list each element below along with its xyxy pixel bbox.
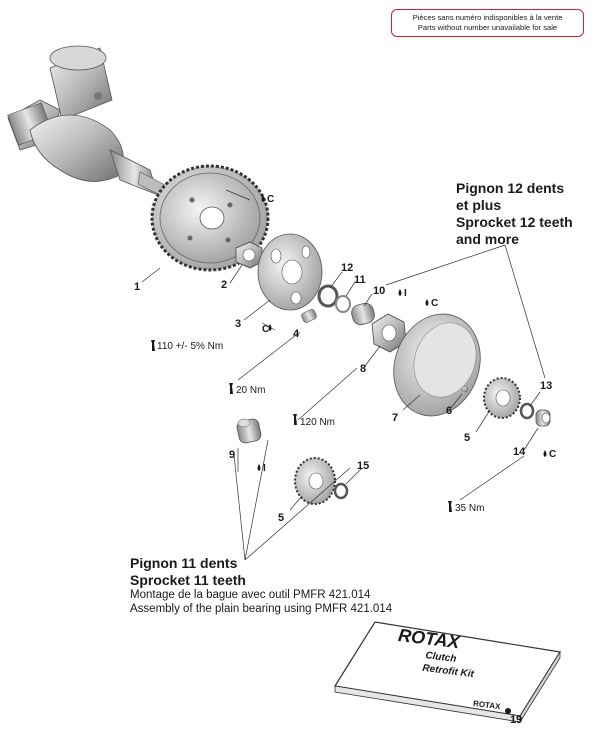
symbol-c-4: C [549,449,556,460]
availability-notice: Pièces sans numéro indisponibles à la ve… [391,9,584,37]
nut-illustration [235,241,263,269]
kit-box-small-brand: ROTAX [473,699,502,711]
part-numbers: 1 2 3 4 5 6 7 8 9 10 11 12 13 14 15 5 [134,262,552,524]
symbol-c-2: C [262,324,269,335]
symbol-i-1: I [404,288,407,299]
wrench-icon [448,501,452,512]
page-number: 19 [510,714,523,726]
part-number-12: 12 [341,262,353,274]
callout-12-line1: Pignon 12 dents [456,180,565,196]
part-number-4: 4 [293,328,300,340]
gear-illustration [150,164,270,272]
wrench-icon [293,414,297,425]
part-number-5-alt: 5 [278,512,284,524]
clutch-drum-illustration [393,313,481,417]
assembly-note-en: Assembly of the plain bearing using PMFR… [130,603,393,615]
callout-11-line1: Pignon 11 dents [130,555,238,571]
part-number-15: 15 [357,460,369,472]
droplet-icon [257,464,261,471]
sprocket-12-illustration [483,377,521,419]
torque-35: 35 Nm [455,503,484,514]
crankshaft-piston-illustration [7,45,166,197]
part-number-3: 3 [235,318,241,330]
symbol-c-3: C [431,298,438,309]
wrench-icon [151,340,155,351]
droplet-icon [425,299,429,306]
torque-120: 120 Nm [300,417,335,428]
assembly-note: Montage de la bague avec outil PMFR 421.… [130,588,392,616]
callout-sprocket-12: Pignon 12 dents et plus Sprocket 12 teet… [456,180,573,248]
droplet-icon [543,450,547,457]
lubrication-symbols: C C I C C I [257,194,556,474]
kit-box-line1: Clutch [425,650,457,665]
symbol-i-2: I [263,463,266,474]
part-number-10: 10 [373,285,385,297]
sprocket-11-illustration [294,457,349,505]
bearing-set-illustration [519,402,551,427]
clutch-hub-illustration [257,233,323,311]
torque-20: 20 Nm [236,385,265,396]
part-number-5: 5 [464,432,470,444]
pin-illustration [301,309,317,323]
part-number-7: 7 [392,412,398,424]
bushing-illustration [236,418,262,444]
brand-logo-icon [505,708,511,714]
droplet-icon [398,289,402,296]
availability-notice-en: Parts without number unavailable for sal… [417,23,558,32]
part-number-14: 14 [513,446,526,458]
flange-nut-illustration [371,313,407,353]
part-number-11: 11 [354,274,366,286]
callout-12-line3: Sprocket 12 teeth [456,214,573,230]
availability-notice-fr: Pièces sans numéro indisponibles à la ve… [412,13,563,22]
symbol-c-1: C [267,194,274,205]
part-number-9: 9 [229,449,235,461]
part-number-13: 13 [540,380,552,392]
wrench-icon [229,383,233,394]
callout-12-line4: and more [456,231,520,247]
callout-sprocket-11: Pignon 11 dents Sprocket 11 teeth [130,555,246,589]
callout-11-line2: Sprocket 11 teeth [130,572,246,588]
leader-lines [141,189,546,561]
part-number-1: 1 [134,281,140,293]
washer-set-illustration [317,284,375,326]
part-number-8: 8 [360,363,366,375]
callout-12-line2: et plus [456,197,502,213]
ball-illustration [461,385,469,393]
assembly-note-fr: Montage de la bague avec outil PMFR 421.… [130,589,371,601]
part-number-6: 6 [446,405,452,417]
kit-box-illustration: ROTAX Clutch Retrofit Kit ROTAX [334,621,561,724]
droplet-icon [261,195,265,202]
torque-annotations: 110 +/- 5% Nm 20 Nm 120 Nm 35 Nm [151,340,484,514]
torque-110: 110 +/- 5% Nm [157,341,223,352]
droplet-icon [268,324,272,331]
part-number-2: 2 [221,279,227,291]
